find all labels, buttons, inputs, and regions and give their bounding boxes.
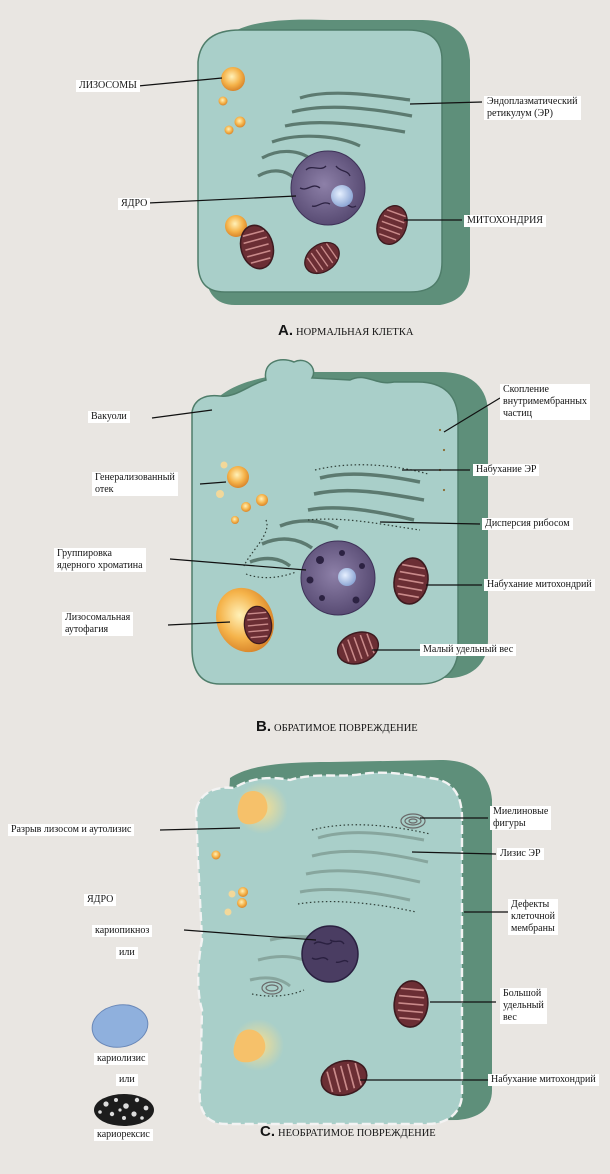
label-lysosome-rupture: Разрыв лизосом и аутолизис <box>8 824 134 836</box>
label-low-density: Малый удельный вес <box>420 644 516 656</box>
label-vacuoles: Вакуоли <box>88 411 130 423</box>
caption-c: C.НЕОБРАТИМОЕ ПОВРЕЖДЕНИЕ <box>260 1123 436 1140</box>
caption-a-text: НОРМАЛЬНАЯ КЛЕТКА <box>296 327 413 338</box>
label-membrane-defects: Дефекты клеточной мембраны <box>508 899 558 935</box>
caption-c-letter: C. <box>260 1123 275 1140</box>
label-endoplasmic-reticulum: Эндоплазматический ретикулум (ЭР) <box>484 96 581 120</box>
label-mitochondria: МИТОХОНДРИЯ <box>464 215 546 227</box>
label-mitochondrial-swelling-b: Набухание митохондрий <box>484 579 595 591</box>
cell-normal <box>198 20 470 305</box>
label-myelin-figures: Миелиновые фигуры <box>490 806 551 830</box>
label-lysosomal-autophagy: Лизосомальная аутофагия <box>62 612 133 636</box>
cell-irreversible <box>89 760 492 1126</box>
caption-b-text: ОБРАТИМОЕ ПОВРЕЖДЕНИЕ <box>274 723 418 734</box>
caption-a: A.НОРМАЛЬНАЯ КЛЕТКА <box>278 322 413 339</box>
label-mitochondrial-swelling-c: Набухание митохондрий <box>488 1074 599 1086</box>
label-or-1: или <box>116 947 138 959</box>
label-nucleus-fates-title: ЯДРО <box>84 894 116 906</box>
cell-reversible <box>192 360 488 684</box>
label-er-swelling: Набухание ЭР <box>473 464 539 476</box>
caption-c-text: НЕОБРАТИМОЕ ПОВРЕЖДЕНИЕ <box>278 1128 436 1139</box>
label-generalized-edema: Генерализованный отек <box>92 472 178 496</box>
label-karyolysis: кариолизис <box>94 1053 148 1065</box>
label-nucleus: ЯДРО <box>118 198 150 210</box>
label-karyopyknosis: кариопикноз <box>92 925 152 937</box>
label-high-density: Большой удельный вес <box>500 988 547 1024</box>
label-karyorrhexis: кариорексис <box>94 1129 153 1141</box>
caption-a-letter: A. <box>278 322 293 339</box>
label-ribosome-dispersion: Дисперсия рибосом <box>482 518 573 530</box>
label-chromatin-clumping: Группировка ядерного хроматина <box>54 548 146 572</box>
label-lysosomes: ЛИЗОСОМЫ <box>76 80 140 92</box>
caption-b-letter: B. <box>256 718 271 735</box>
caption-b: B.ОБРАТИМОЕ ПОВРЕЖДЕНИЕ <box>256 718 418 735</box>
label-or-2: или <box>116 1074 138 1086</box>
label-er-lysis: Лизис ЭР <box>497 848 544 860</box>
label-intramembrane-particles: Скопление внутримембранных частиц <box>500 384 590 420</box>
